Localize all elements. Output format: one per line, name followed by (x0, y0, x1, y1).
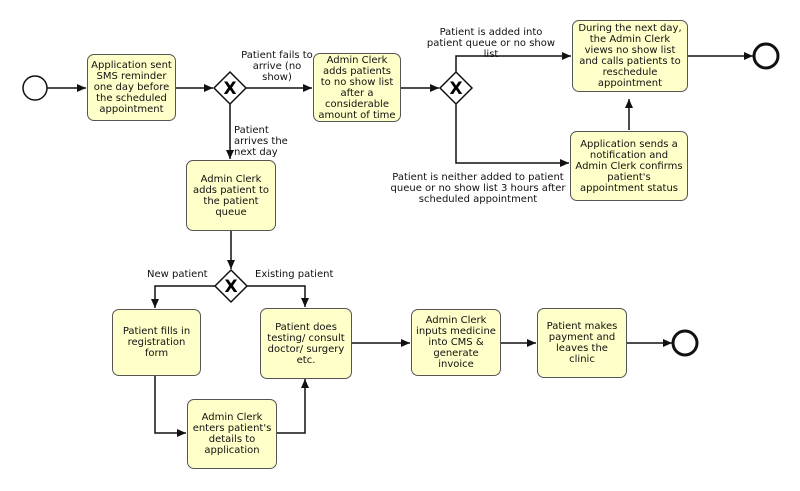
task-testing: Patient does testing/ consult doctor/ su… (260, 308, 352, 379)
flow-added-queue (455, 52, 571, 72)
gateway-queue-symbol: X (449, 79, 462, 99)
task-registration: Patient fills in registration form (112, 309, 201, 376)
flow-neither-added (455, 104, 569, 167)
task-sms-reminder: Application sent SMS reminder one day be… (87, 54, 176, 121)
task-admin-no-show: Admin Clerk adds patients to no show lis… (313, 53, 401, 122)
label-arrives-next-day: Patient arrives the next day (234, 125, 288, 158)
flow-new-patient (151, 285, 215, 308)
end-event-top (752, 42, 780, 70)
gateway-patient-type: X (213, 268, 249, 304)
end-event-bottom (671, 329, 699, 357)
task-enter-details: Admin Clerk enters patient's details to … (187, 399, 277, 469)
flow-existing-patient (247, 285, 309, 307)
gateway-queue: X (438, 70, 474, 106)
task-notification: Application sends a notification and Adm… (570, 131, 688, 201)
flow-details-to-testing (277, 379, 309, 434)
label-added-queue: Patient is added into patient queue or n… (426, 27, 556, 60)
label-neither-added: Patient is neither added to patient queu… (390, 172, 566, 205)
start-event (22, 75, 48, 101)
label-fails-arrive: Patient fails to arrive (no show) (241, 50, 313, 83)
gateway-arrival-symbol: X (223, 79, 236, 99)
label-new-patient: New patient (147, 269, 208, 280)
gateway-patient-type-symbol: X (224, 277, 237, 297)
flow-registration-to-details (154, 376, 186, 437)
task-inputs-medicine: Admin Clerk inputs medicine into CMS & g… (411, 309, 501, 376)
label-existing-patient: Existing patient (255, 269, 334, 280)
task-payment: Patient makes payment and leaves the cli… (537, 308, 627, 378)
task-add-queue: Admin Clerk adds patient to the patient … (186, 160, 276, 231)
task-reschedule: During the next day, the Admin Clerk vie… (572, 20, 688, 92)
